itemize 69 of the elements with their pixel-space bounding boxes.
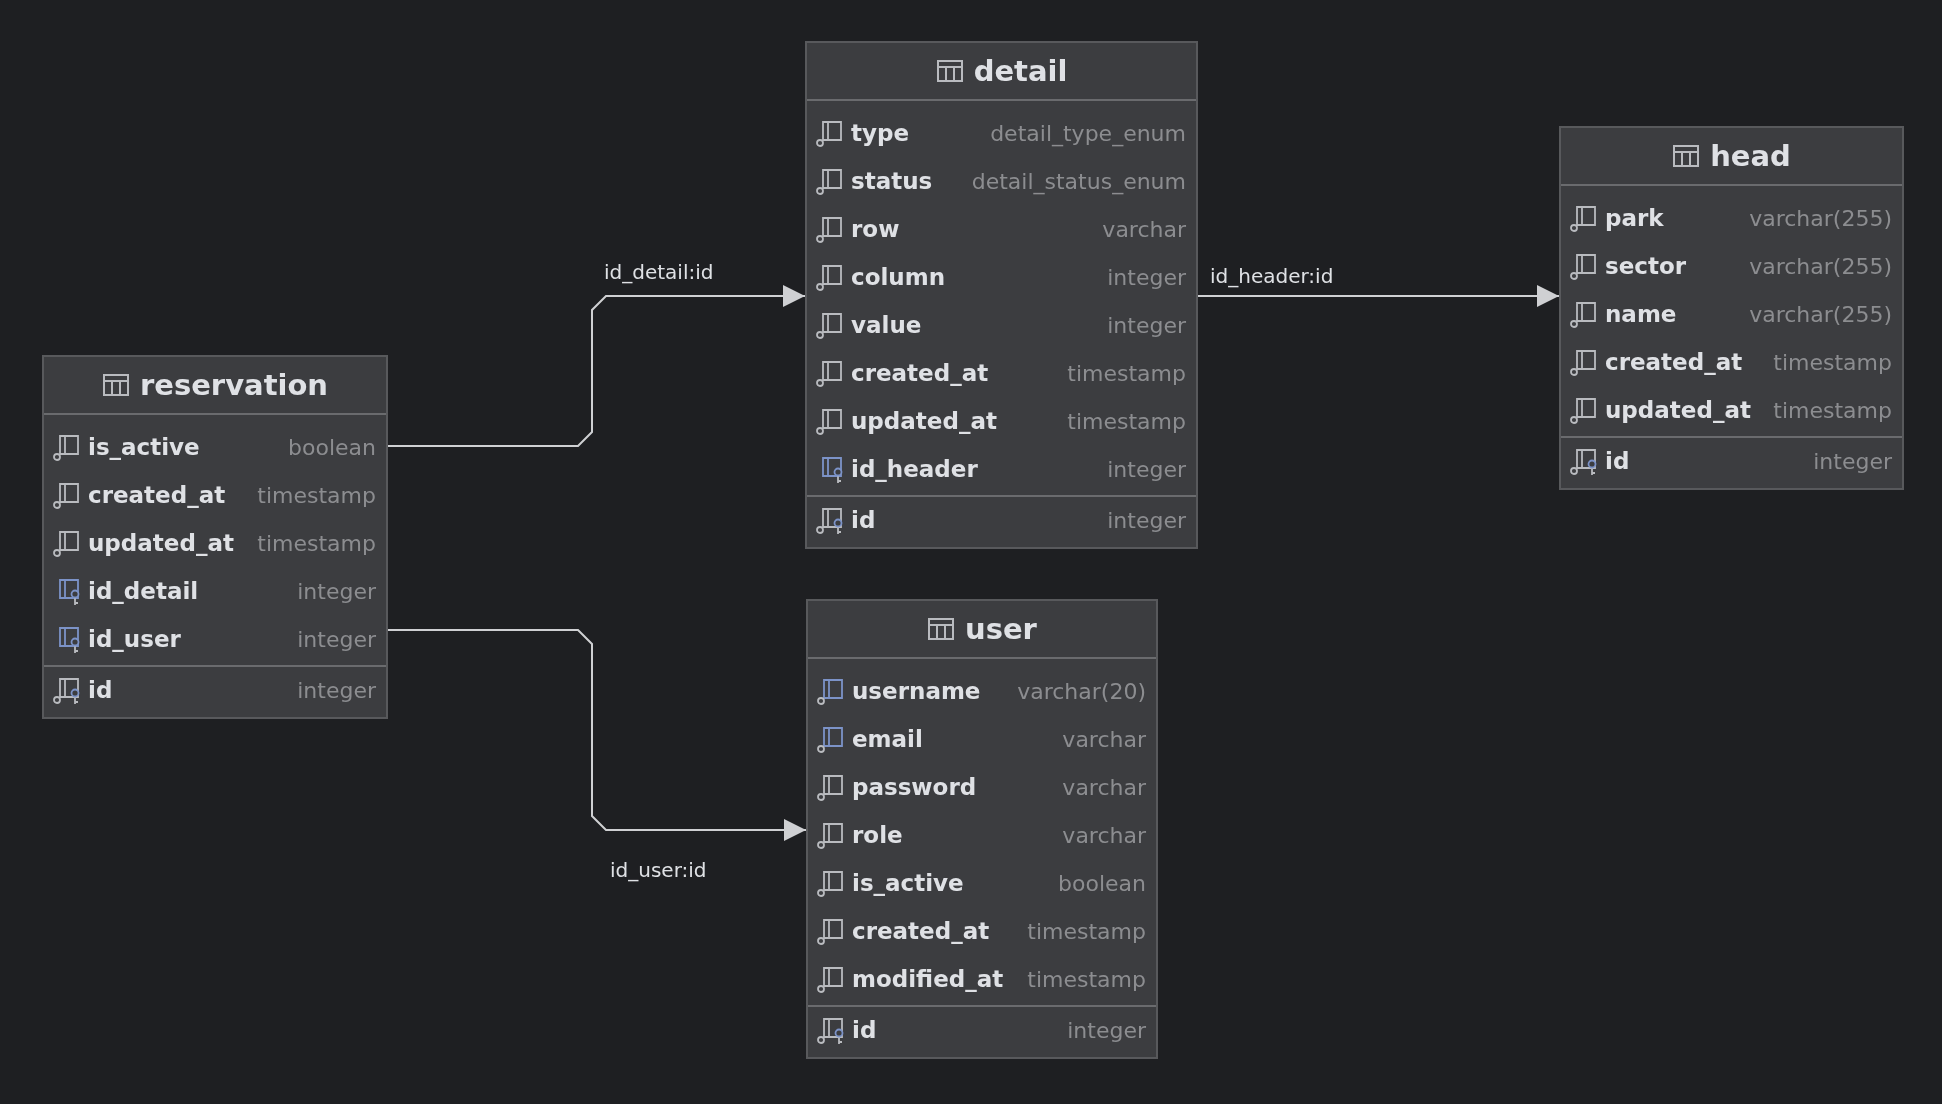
column-type: timestamp <box>1772 397 1892 423</box>
column-type: integer <box>1812 448 1892 474</box>
column-type: varchar <box>1061 822 1146 848</box>
column-type: varchar <box>1061 726 1146 752</box>
column-type: timestamp <box>1772 349 1892 375</box>
column-name: status <box>851 168 933 194</box>
column-name: role <box>852 822 903 848</box>
column-type: integer <box>296 578 376 604</box>
column-name: id <box>852 1017 877 1043</box>
column-name: created_at <box>88 482 226 508</box>
column-type: varchar(20) <box>1016 678 1146 704</box>
column-name: id <box>88 677 113 703</box>
table-card <box>806 599 1158 1059</box>
column-type: integer <box>1106 507 1186 533</box>
column-type: timestamp <box>256 482 376 508</box>
column-name: is_active <box>852 870 964 896</box>
column-type: varchar(255) <box>1748 301 1892 327</box>
column-name: sector <box>1605 253 1687 279</box>
column-type: varchar(255) <box>1748 205 1892 231</box>
column-type: integer <box>296 626 376 652</box>
column-name: updated_at <box>88 530 234 556</box>
column-name: value <box>851 312 922 338</box>
column-name: modified_at <box>852 966 1004 992</box>
column-name: updated_at <box>1605 397 1751 423</box>
column-type: timestamp <box>1066 408 1186 434</box>
column-type: integer <box>1106 264 1186 290</box>
column-name: created_at <box>851 360 989 386</box>
column-type: timestamp <box>1026 918 1146 944</box>
column-name: name <box>1605 301 1677 327</box>
table-name: user <box>965 612 1037 646</box>
table-card <box>805 41 1198 549</box>
column-name: created_at <box>852 918 990 944</box>
column-name: username <box>852 678 981 704</box>
column-type: detail_status_enum <box>970 168 1186 194</box>
column-name: updated_at <box>851 408 997 434</box>
column-type: timestamp <box>1066 360 1186 386</box>
column-type: varchar <box>1101 216 1186 242</box>
table-name: detail <box>973 54 1068 88</box>
column-name: id <box>1605 448 1630 474</box>
column-name: is_active <box>88 434 200 460</box>
table-name: head <box>1710 139 1791 173</box>
relationship-arrow <box>387 629 807 841</box>
column-name: id_header <box>851 456 978 482</box>
column-type: integer <box>1106 456 1186 482</box>
column-type: integer <box>1106 312 1186 338</box>
column-type: boolean <box>1057 870 1146 896</box>
column-type: varchar <box>1061 774 1146 800</box>
column-name: id <box>851 507 876 533</box>
column-name: email <box>852 726 923 752</box>
column-type: timestamp <box>1026 966 1146 992</box>
column-type: integer <box>296 677 376 703</box>
column-name: created_at <box>1605 349 1743 375</box>
column-type: timestamp <box>256 530 376 556</box>
relationship-arrow <box>1197 285 1560 307</box>
column-type: integer <box>1066 1017 1146 1043</box>
column-type: varchar(255) <box>1748 253 1892 279</box>
column-name: row <box>851 216 900 242</box>
column-name: column <box>851 264 946 290</box>
column-name: type <box>851 120 910 146</box>
column-name: park <box>1605 205 1664 231</box>
column-type: boolean <box>287 434 376 460</box>
column-name: id_user <box>88 626 181 652</box>
column-type: detail_type_enum <box>989 120 1186 146</box>
table-card <box>42 355 388 719</box>
column-name: id_detail <box>88 578 199 604</box>
column-name: password <box>852 774 977 800</box>
relationship-arrow <box>387 285 806 447</box>
table-card <box>1559 126 1904 490</box>
table-name: reservation <box>139 368 328 402</box>
